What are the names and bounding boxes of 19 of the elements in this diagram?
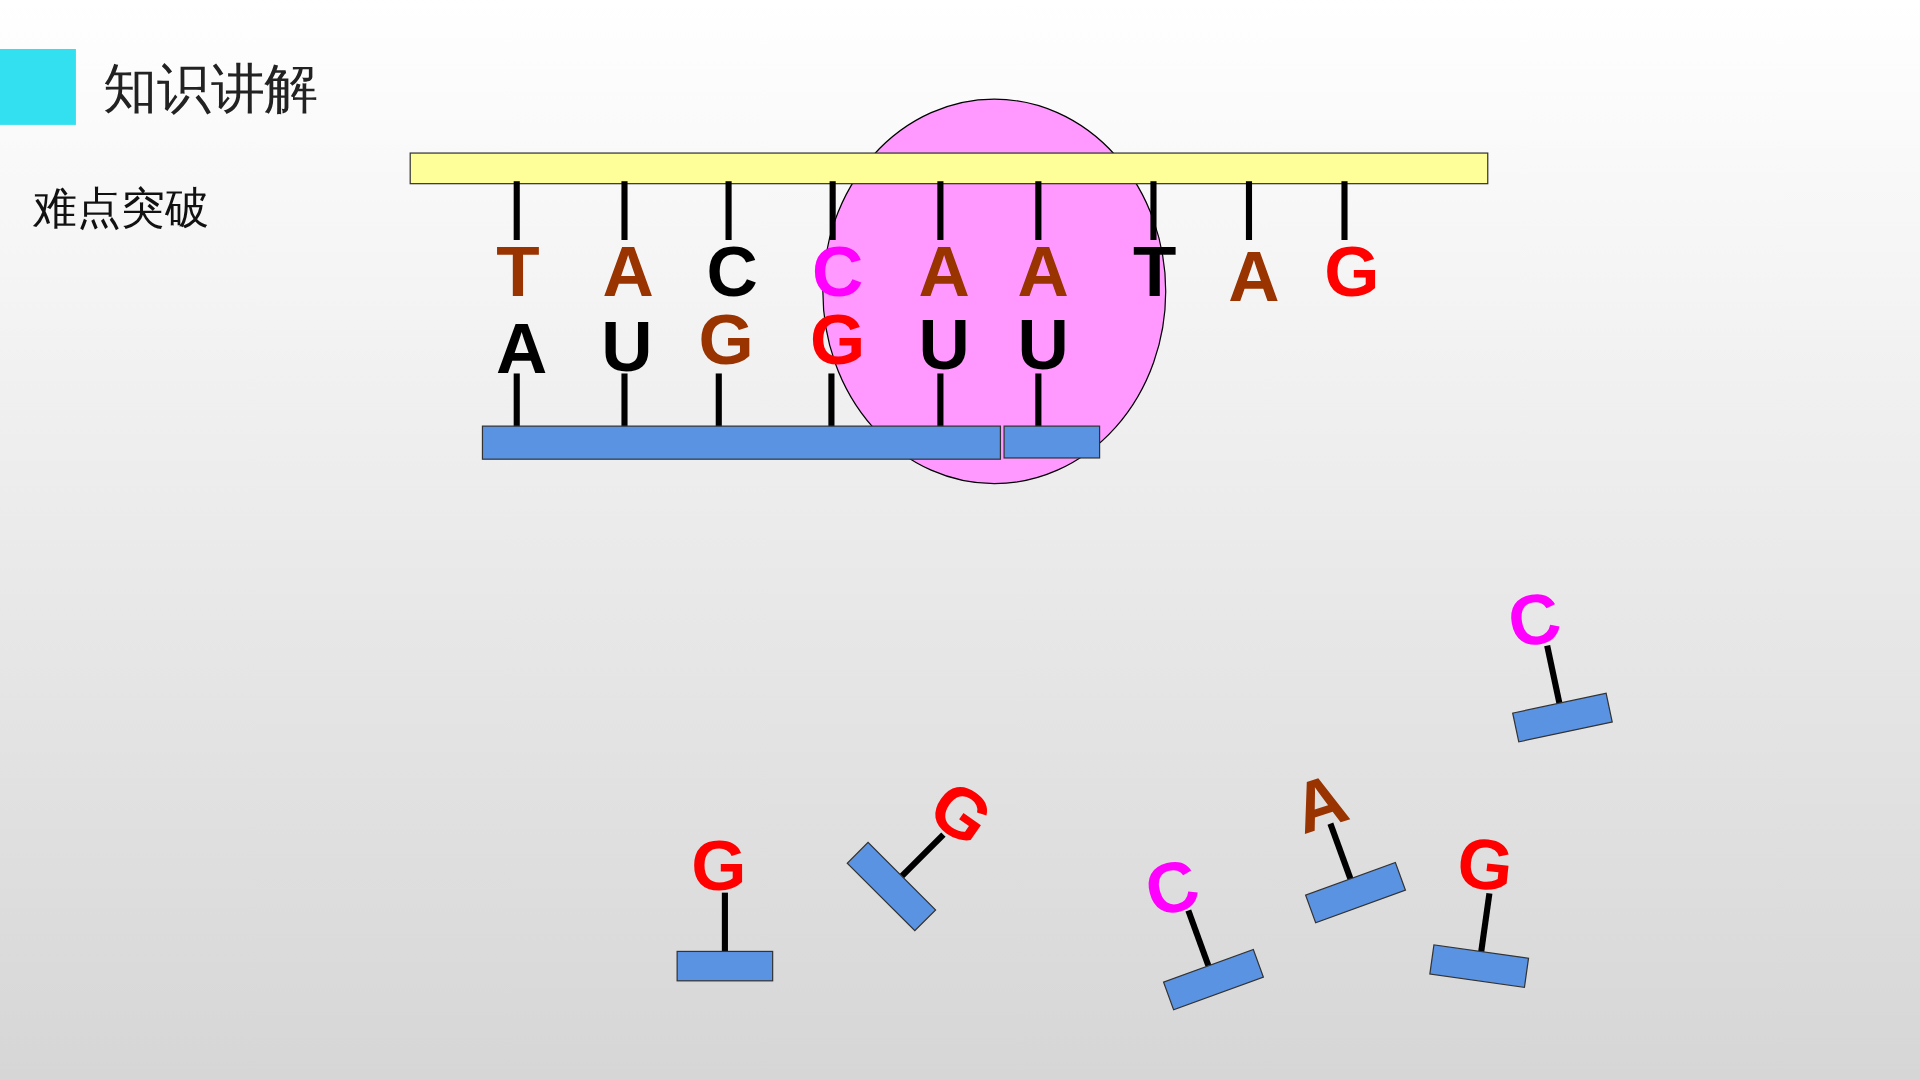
base-letter: G bbox=[1454, 826, 1517, 903]
base-letter: A bbox=[1017, 236, 1069, 308]
base-letter: G bbox=[691, 830, 747, 902]
base-letter: A bbox=[918, 236, 970, 308]
base-letter: U bbox=[601, 311, 653, 383]
base-letter: A bbox=[1284, 761, 1356, 845]
base-letter: A bbox=[602, 236, 654, 308]
base-letter: G bbox=[1324, 236, 1380, 308]
base-letter: U bbox=[918, 308, 970, 380]
slide-title: 知识讲解 bbox=[102, 58, 319, 119]
base-letter: A bbox=[496, 313, 548, 385]
section-heading: 难点突破 bbox=[33, 183, 210, 233]
title-marker bbox=[0, 49, 76, 125]
base-letter: C bbox=[1137, 846, 1206, 929]
base-letter: C bbox=[1502, 580, 1566, 659]
base-letter: U bbox=[1017, 308, 1069, 380]
base-letter: G bbox=[918, 768, 1005, 858]
base-letter: A bbox=[1228, 241, 1280, 313]
base-letter: T bbox=[496, 236, 540, 308]
